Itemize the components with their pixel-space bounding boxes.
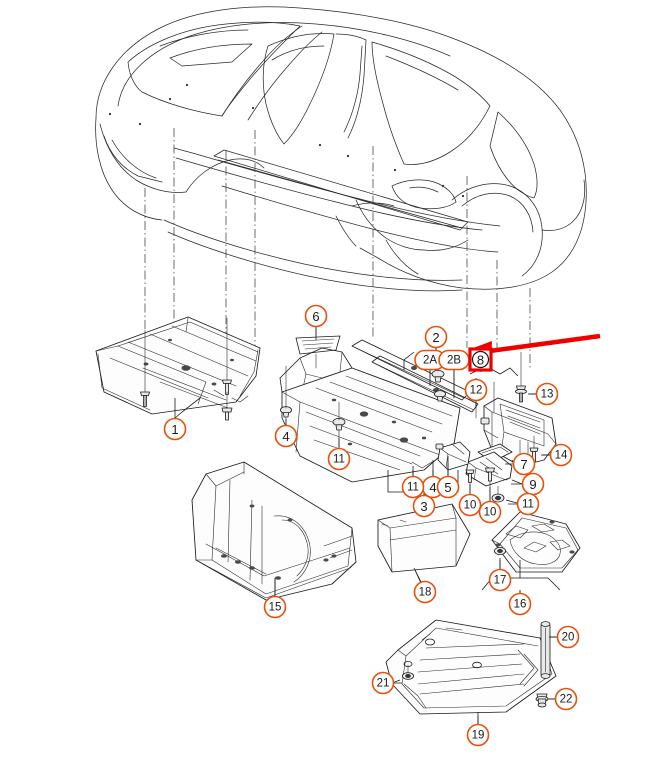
callout-shape: [413, 580, 437, 604]
highlight-label: 8: [477, 353, 484, 368]
callout-14[interactable]: 14: [549, 443, 573, 467]
callout-label: 11: [407, 482, 419, 494]
callout-11[interactable]: 11: [327, 447, 351, 471]
callout-10[interactable]: 10: [458, 493, 482, 517]
callout-shape: [478, 500, 502, 524]
callout-12[interactable]: 12: [464, 378, 488, 402]
part-22-grommet: [535, 693, 556, 708]
callout-label: 11: [333, 454, 345, 466]
callout-shape: [401, 475, 425, 499]
hardware-clips-part4-11: [280, 365, 346, 448]
part-18-heat-shield-plate: [377, 503, 471, 585]
callout-20[interactable]: 20: [556, 625, 580, 649]
part-16-rear-silencer-cover: [481, 511, 581, 594]
callout-11[interactable]: 11: [401, 475, 425, 499]
part-19-rear-underbody-panel: [385, 619, 557, 726]
part-1-engine-undertray: [95, 316, 261, 419]
callout-shape: [508, 592, 532, 616]
callout-label: 2: [432, 330, 439, 345]
callout-label: 9: [529, 477, 536, 492]
callout-18[interactable]: 18: [413, 580, 437, 604]
callout-21[interactable]: 21: [371, 671, 395, 695]
callout-label: 15: [269, 602, 282, 614]
callout-17[interactable]: 17: [488, 568, 512, 592]
callout-shape: [535, 382, 559, 406]
callout-label: 10: [484, 507, 497, 519]
callout-label: 12: [470, 385, 483, 397]
hardware-clips-part2: [429, 369, 455, 402]
callout-label: 22: [560, 694, 573, 706]
callout-19[interactable]: 19: [466, 723, 490, 747]
callout-2b[interactable]: 2B: [438, 349, 470, 371]
callout-label: 19: [472, 730, 485, 742]
callout-1[interactable]: 1: [163, 417, 187, 441]
callout-label: 7: [520, 457, 527, 472]
callout-shape: [556, 625, 580, 649]
callout-22[interactable]: 22: [554, 687, 578, 711]
callout-shape: [436, 475, 460, 499]
callout-shape: [464, 378, 488, 402]
callout-label: 20: [562, 632, 575, 644]
callout-label: 3: [420, 499, 427, 514]
callout-16[interactable]: 16: [508, 592, 532, 616]
callout-shape: [554, 687, 578, 711]
callout-shape: [263, 595, 287, 619]
callout-shape: [549, 443, 573, 467]
callout-label: 18: [419, 587, 432, 599]
callout-shape: [304, 304, 328, 328]
hardware-bolts-part1: [140, 317, 233, 421]
callout-label: 13: [541, 389, 554, 401]
callout-label: 21: [377, 678, 390, 690]
callout-label: 11: [522, 499, 534, 511]
callout-label: 10: [464, 500, 477, 512]
callout-shape: [424, 325, 448, 349]
callout-5[interactable]: 5: [436, 475, 460, 499]
callout-13[interactable]: 13: [535, 382, 559, 406]
callout-label: 14: [555, 450, 568, 462]
callout-shape: [327, 447, 351, 471]
highlight-annotation: 8: [468, 333, 601, 372]
callout-9[interactable]: 9: [521, 472, 545, 496]
callout-2[interactable]: 2: [424, 325, 448, 349]
callout-label: 16: [514, 599, 527, 611]
parts-5-7-9-10-11-bracket-cluster: [412, 441, 523, 504]
callout-shape: [371, 671, 395, 695]
callout-15[interactable]: 15: [263, 595, 287, 619]
part-15-bulkhead-insulation: [191, 461, 357, 601]
callout-shape: [412, 494, 436, 518]
callout-label: 4: [429, 480, 436, 495]
callout-shape: [163, 417, 187, 441]
callout-label: 6: [312, 309, 319, 324]
callout-shape: [512, 452, 536, 476]
callout-11[interactable]: 11: [516, 492, 540, 516]
callout-shape: [458, 493, 482, 517]
callout-3[interactable]: 3: [412, 494, 436, 518]
part-20-strut-pin: [540, 621, 558, 679]
callout-label: 1: [171, 422, 178, 437]
callout-shape: [466, 723, 490, 747]
part-6-trim-wedge: [295, 324, 341, 369]
callout-shape: [274, 424, 298, 448]
callout-label: 5: [444, 480, 451, 495]
callout-label: 4: [282, 429, 289, 444]
car-body-illustration: [95, 6, 587, 292]
callout-label: 2B: [447, 355, 461, 367]
highlight-arrow-shaft: [489, 333, 601, 354]
callout-10[interactable]: 10: [478, 500, 502, 524]
highlight-callout-circle: [471, 350, 490, 369]
callout-label: 17: [494, 575, 507, 587]
callout-shape: [488, 568, 512, 592]
callout-label: 2A: [423, 355, 437, 367]
callout-shape: [516, 492, 540, 516]
callout-4[interactable]: 4: [274, 424, 298, 448]
callout-6[interactable]: 6: [304, 304, 328, 328]
callout-7[interactable]: 7: [512, 452, 536, 476]
